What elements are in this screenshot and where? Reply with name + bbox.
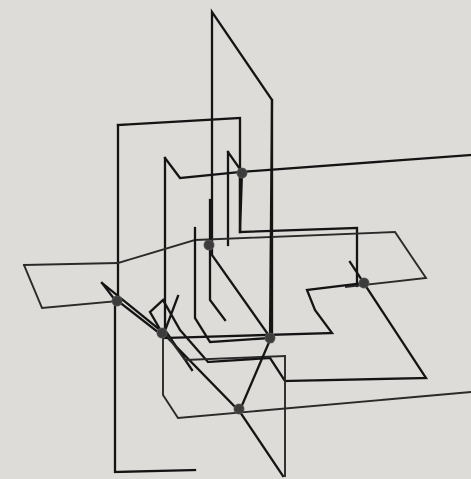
node-center-left (157, 328, 167, 338)
top-right-horizontal-plane (240, 155, 471, 172)
node-top (237, 168, 247, 178)
node-bottom (234, 404, 244, 414)
node-center-right (265, 333, 275, 343)
lower-vertical-plane (102, 283, 283, 476)
node-center-upper (204, 240, 214, 250)
lower-vertical-plane-left (102, 283, 195, 472)
diagonal-link-center (240, 100, 272, 410)
stepped-vertical-profile (165, 158, 357, 286)
node-left (112, 296, 122, 306)
node-right (359, 278, 369, 288)
front-lower-plane (163, 330, 471, 418)
